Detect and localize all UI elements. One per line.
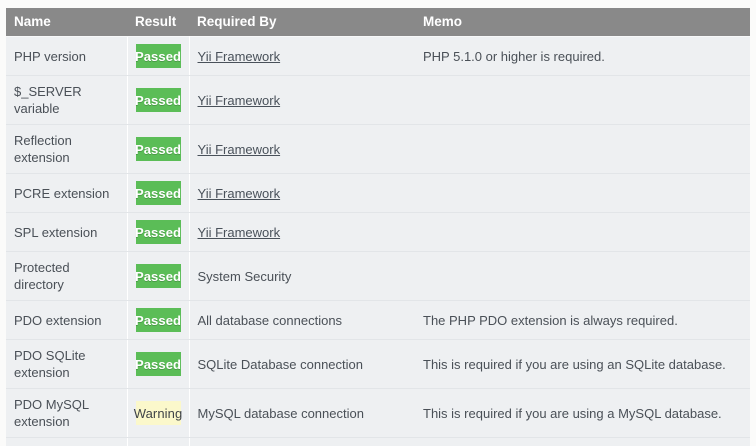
cell-requirement-name: Reflection extension — [6, 124, 127, 174]
cell-result: Passed — [126, 173, 190, 213]
column-header-required-by: Required By — [189, 8, 415, 37]
required-by-text: MySQL database connection — [197, 405, 364, 421]
status-badge-passed: Passed — [135, 88, 181, 112]
required-by-link[interactable]: Yii Framework — [197, 224, 281, 240]
requirements-table: Name Result Required By Memo PHP version… — [6, 8, 750, 446]
status-badge-passed: Passed — [135, 264, 181, 288]
cell-memo: This is required if you are using a MySQ… — [415, 388, 750, 438]
cell-required-by: Yii Framework — [189, 173, 415, 213]
cell-result: Passed — [126, 437, 190, 446]
status-badge-passed: Passed — [135, 220, 181, 244]
cell-result: Passed — [126, 212, 190, 252]
cell-memo: PHP 5.1.0 or higher is required. — [415, 36, 750, 76]
cell-memo: This is required if you are using an SQL… — [415, 339, 750, 389]
cell-requirement-name: SPL extension — [6, 212, 127, 252]
cell-requirement-name: Protected directory — [6, 251, 127, 301]
cell-memo — [415, 212, 750, 252]
required-by-text: System Security — [197, 268, 292, 284]
table-header-row: Name Result Required By Memo — [6, 8, 750, 37]
cell-required-by: Yii Framework — [189, 36, 415, 76]
cell-requirement-name: PCRE extension — [6, 173, 127, 213]
required-by-link[interactable]: Yii Framework — [197, 92, 281, 108]
cell-memo — [415, 124, 750, 174]
cell-result: Passed — [126, 36, 190, 76]
column-header-result: Result — [127, 8, 189, 37]
table-row: PDO SQLite extension Passed SQLite Databas… — [6, 339, 750, 389]
table-row: Protected directory Passed System Security — [6, 251, 750, 301]
cell-requirement-name: PDO MySQL extension — [6, 388, 127, 438]
cell-requirement-name: PDO extension — [6, 300, 127, 340]
cell-requirement-name: PDO SQLite extension — [6, 339, 127, 389]
status-badge-passed: Passed — [135, 137, 181, 161]
table-row: $_SERVER variable Passed Yii Framework — [6, 75, 750, 125]
status-badge-passed: Passed — [135, 352, 181, 376]
cell-required-by: MySQL database connection — [189, 388, 415, 438]
status-badge-warning: Warning — [134, 401, 182, 425]
cell-required-by: Yii Framework — [189, 75, 415, 125]
status-badge-passed: Passed — [135, 181, 181, 205]
cell-required-by: Yii Framework — [189, 212, 415, 252]
cell-requirement-name: PHP version — [6, 36, 127, 76]
cell-requirement-name: GD extension with FreeType support — [6, 437, 127, 446]
cell-memo — [415, 75, 750, 125]
required-by-text: SQLite Database connection — [197, 356, 364, 372]
cell-required-by: Yii Framework — [189, 124, 415, 174]
table-row: PDO MySQL extension Warning MySQL database… — [6, 388, 750, 438]
cell-result: Warning — [126, 388, 190, 438]
table-row: GD extension with FreeType supportPassed… — [6, 437, 750, 446]
cell-required-by: SQLite Database connection — [189, 339, 415, 389]
table-row: Reflection extension Passed Yii Framework — [6, 124, 750, 174]
cell-result: Passed — [126, 339, 190, 389]
table-row: PCRE extension Passed Yii Framework — [6, 173, 750, 213]
column-header-name: Name — [6, 8, 127, 37]
required-by-link[interactable]: Yii Framework — [197, 48, 281, 64]
cell-memo: Only required if you want to use the sta… — [415, 437, 750, 446]
column-header-memo: Memo — [415, 8, 750, 37]
table-header: Name Result Required By Memo — [6, 8, 750, 37]
table-row: SPL extension Passed Yii Framework — [6, 212, 750, 252]
cell-result: Passed — [126, 75, 190, 125]
required-by-link[interactable]: Yii Framework — [197, 185, 281, 201]
cell-result: Passed — [126, 251, 190, 301]
cell-memo — [415, 173, 750, 213]
cell-result: Passed — [126, 124, 190, 174]
cell-result: Passed — [126, 300, 190, 340]
status-badge-passed: Passed — [135, 44, 181, 68]
cell-required-by: All database connections — [189, 300, 415, 340]
cell-required-by: Multicraft status banner and registratio… — [189, 437, 415, 446]
table-row: PDO extension Passed All database connecti… — [6, 300, 750, 340]
required-by-text: All database connections — [197, 312, 343, 328]
cell-memo: The PHP PDO extension is always required… — [415, 300, 750, 340]
table-row: PHP version Passed Yii Framework PHP 5.1.0 … — [6, 36, 750, 76]
required-by-link[interactable]: Yii Framework — [197, 141, 281, 157]
cell-required-by: System Security — [189, 251, 415, 301]
cell-memo — [415, 251, 750, 301]
status-badge-passed: Passed — [135, 308, 181, 332]
cell-requirement-name: $_SERVER variable — [6, 75, 127, 125]
